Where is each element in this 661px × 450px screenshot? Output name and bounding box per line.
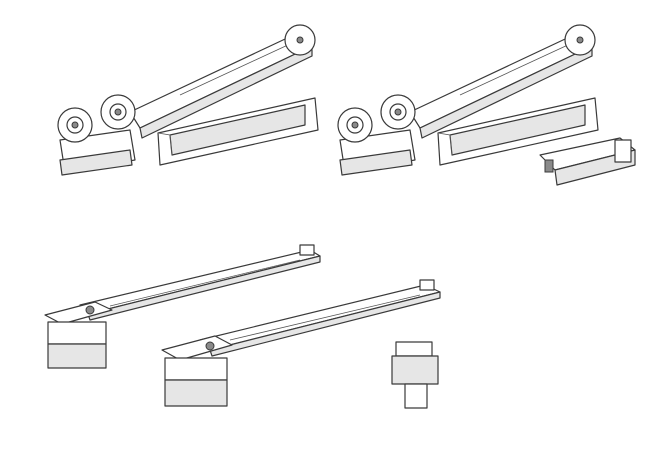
roller-carriage-left: [57, 24, 316, 176]
damper-arm-right: [161, 279, 441, 407]
connector-clip: [539, 137, 636, 186]
track-channel-right: [437, 97, 599, 166]
roller-carriage-right: [337, 24, 596, 176]
damper-arm-left: [44, 244, 321, 369]
track-channel-left: [157, 97, 319, 166]
door-stopper: [391, 341, 439, 409]
